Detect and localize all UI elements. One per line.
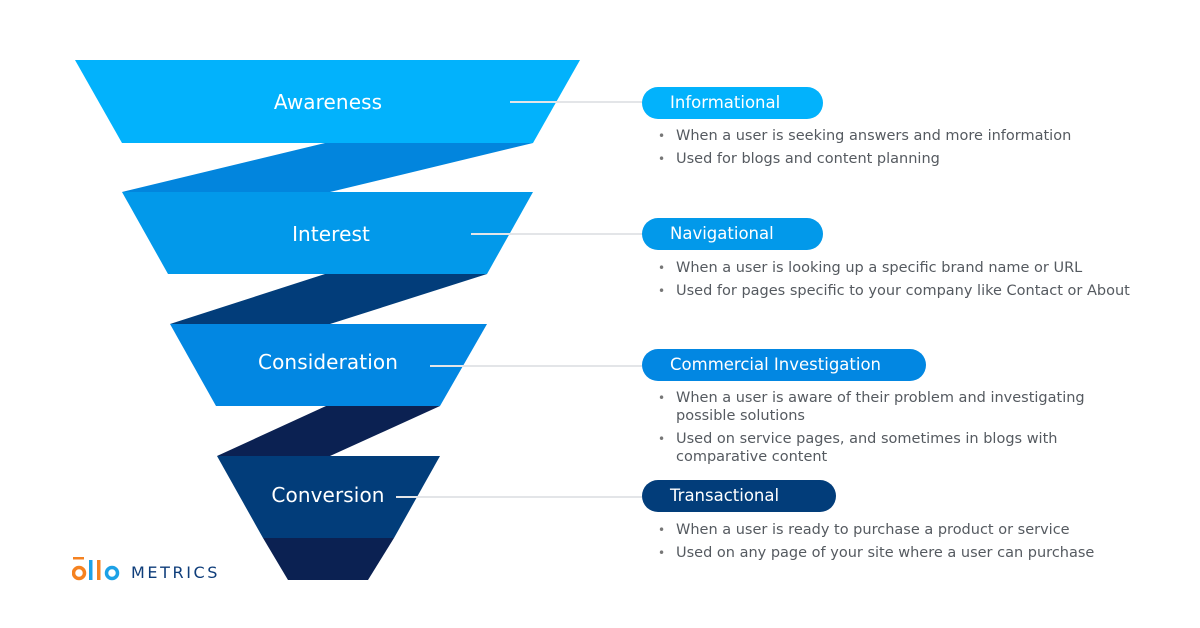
funnel-stage-consideration <box>170 324 487 406</box>
bullet-item: • When a user is aware of their problem a… <box>658 389 1118 425</box>
funnel-connector-1 <box>122 143 533 192</box>
logo-o-left <box>72 565 87 581</box>
bullet-item: • Used on service pages, and sometimes in… <box>658 430 1118 466</box>
bullet-text: When a user is ready to purchase a produ… <box>676 522 1070 538</box>
funnel-stage-conversion-tip <box>263 538 394 580</box>
connector-line-interest <box>471 233 644 235</box>
stage-label-interest: Interest <box>292 222 370 246</box>
bullet-text: Used for blogs and content planning <box>676 151 940 167</box>
stage-label-awareness: Awareness <box>273 90 383 114</box>
funnel-connector-3 <box>217 406 440 456</box>
bullet-item: • When a user is ready to purchase a prod… <box>658 521 1138 539</box>
logo-macron <box>73 557 84 560</box>
bullet-item: • Used on any page of your site where a u… <box>658 544 1138 562</box>
logo-l-2 <box>97 560 101 580</box>
bullet-text: When a user is aware of their problem an… <box>676 390 1085 424</box>
intent-pill-informational: Informational <box>642 87 823 119</box>
intent-bullets-commercial-investigation: • When a user is aware of their problem a… <box>658 389 1118 471</box>
logo-wordmark: METRICS <box>131 563 221 582</box>
bullet-dot-icon: • <box>658 261 666 275</box>
ollo-logo-mark-icon <box>72 557 120 581</box>
bullet-dot-icon: • <box>658 546 666 560</box>
intent-bullets-informational: • When a user is seeking answers and more… <box>658 127 1118 173</box>
bullet-dot-icon: • <box>658 284 666 298</box>
bullet-dot-icon: • <box>658 432 666 446</box>
funnel-stage-awareness <box>75 60 580 143</box>
funnel-connector-2 <box>170 274 487 324</box>
intent-pill-transactional: Transactional <box>642 480 836 512</box>
bullet-dot-icon: • <box>658 523 666 537</box>
stage-label-consideration: Consideration <box>258 350 398 374</box>
bullet-item: • Used for pages specific to your company… <box>658 282 1178 300</box>
bullet-item: • Used for blogs and content planning <box>658 150 1118 168</box>
bullet-dot-icon: • <box>658 152 666 166</box>
bullet-text: Used on any page of your site where a us… <box>676 545 1095 561</box>
bullet-item: • When a user is looking up a specific br… <box>658 259 1178 277</box>
logo-o-right <box>104 565 120 581</box>
bullet-dot-icon: • <box>658 129 666 143</box>
intent-bullets-navigational: • When a user is looking up a specific br… <box>658 259 1178 305</box>
intent-pill-navigational: Navigational <box>642 218 823 250</box>
bullet-item: • When a user is seeking answers and more… <box>658 127 1118 145</box>
stage-label-conversion: Conversion <box>271 483 385 507</box>
bullet-dot-icon: • <box>658 391 666 405</box>
bullet-text: When a user is seeking answers and more … <box>676 128 1072 144</box>
connector-line-awareness <box>510 101 644 103</box>
bullet-text: When a user is looking up a specific bra… <box>676 260 1083 276</box>
intent-bullets-transactional: • When a user is ready to purchase a prod… <box>658 521 1138 567</box>
logo-l-1 <box>89 560 93 580</box>
intent-pill-commercial-investigation: Commercial Investigation <box>642 349 926 381</box>
bullet-text: Used for pages specific to your company … <box>676 283 1130 299</box>
bullet-text: Used on service pages, and sometimes in … <box>676 431 1058 465</box>
connector-line-consideration <box>430 365 644 367</box>
funnel-stage-interest <box>122 192 533 274</box>
funnel-stage-conversion <box>217 456 440 538</box>
connector-line-conversion <box>396 496 644 498</box>
ollo-metrics-logo: METRICS <box>72 556 220 582</box>
